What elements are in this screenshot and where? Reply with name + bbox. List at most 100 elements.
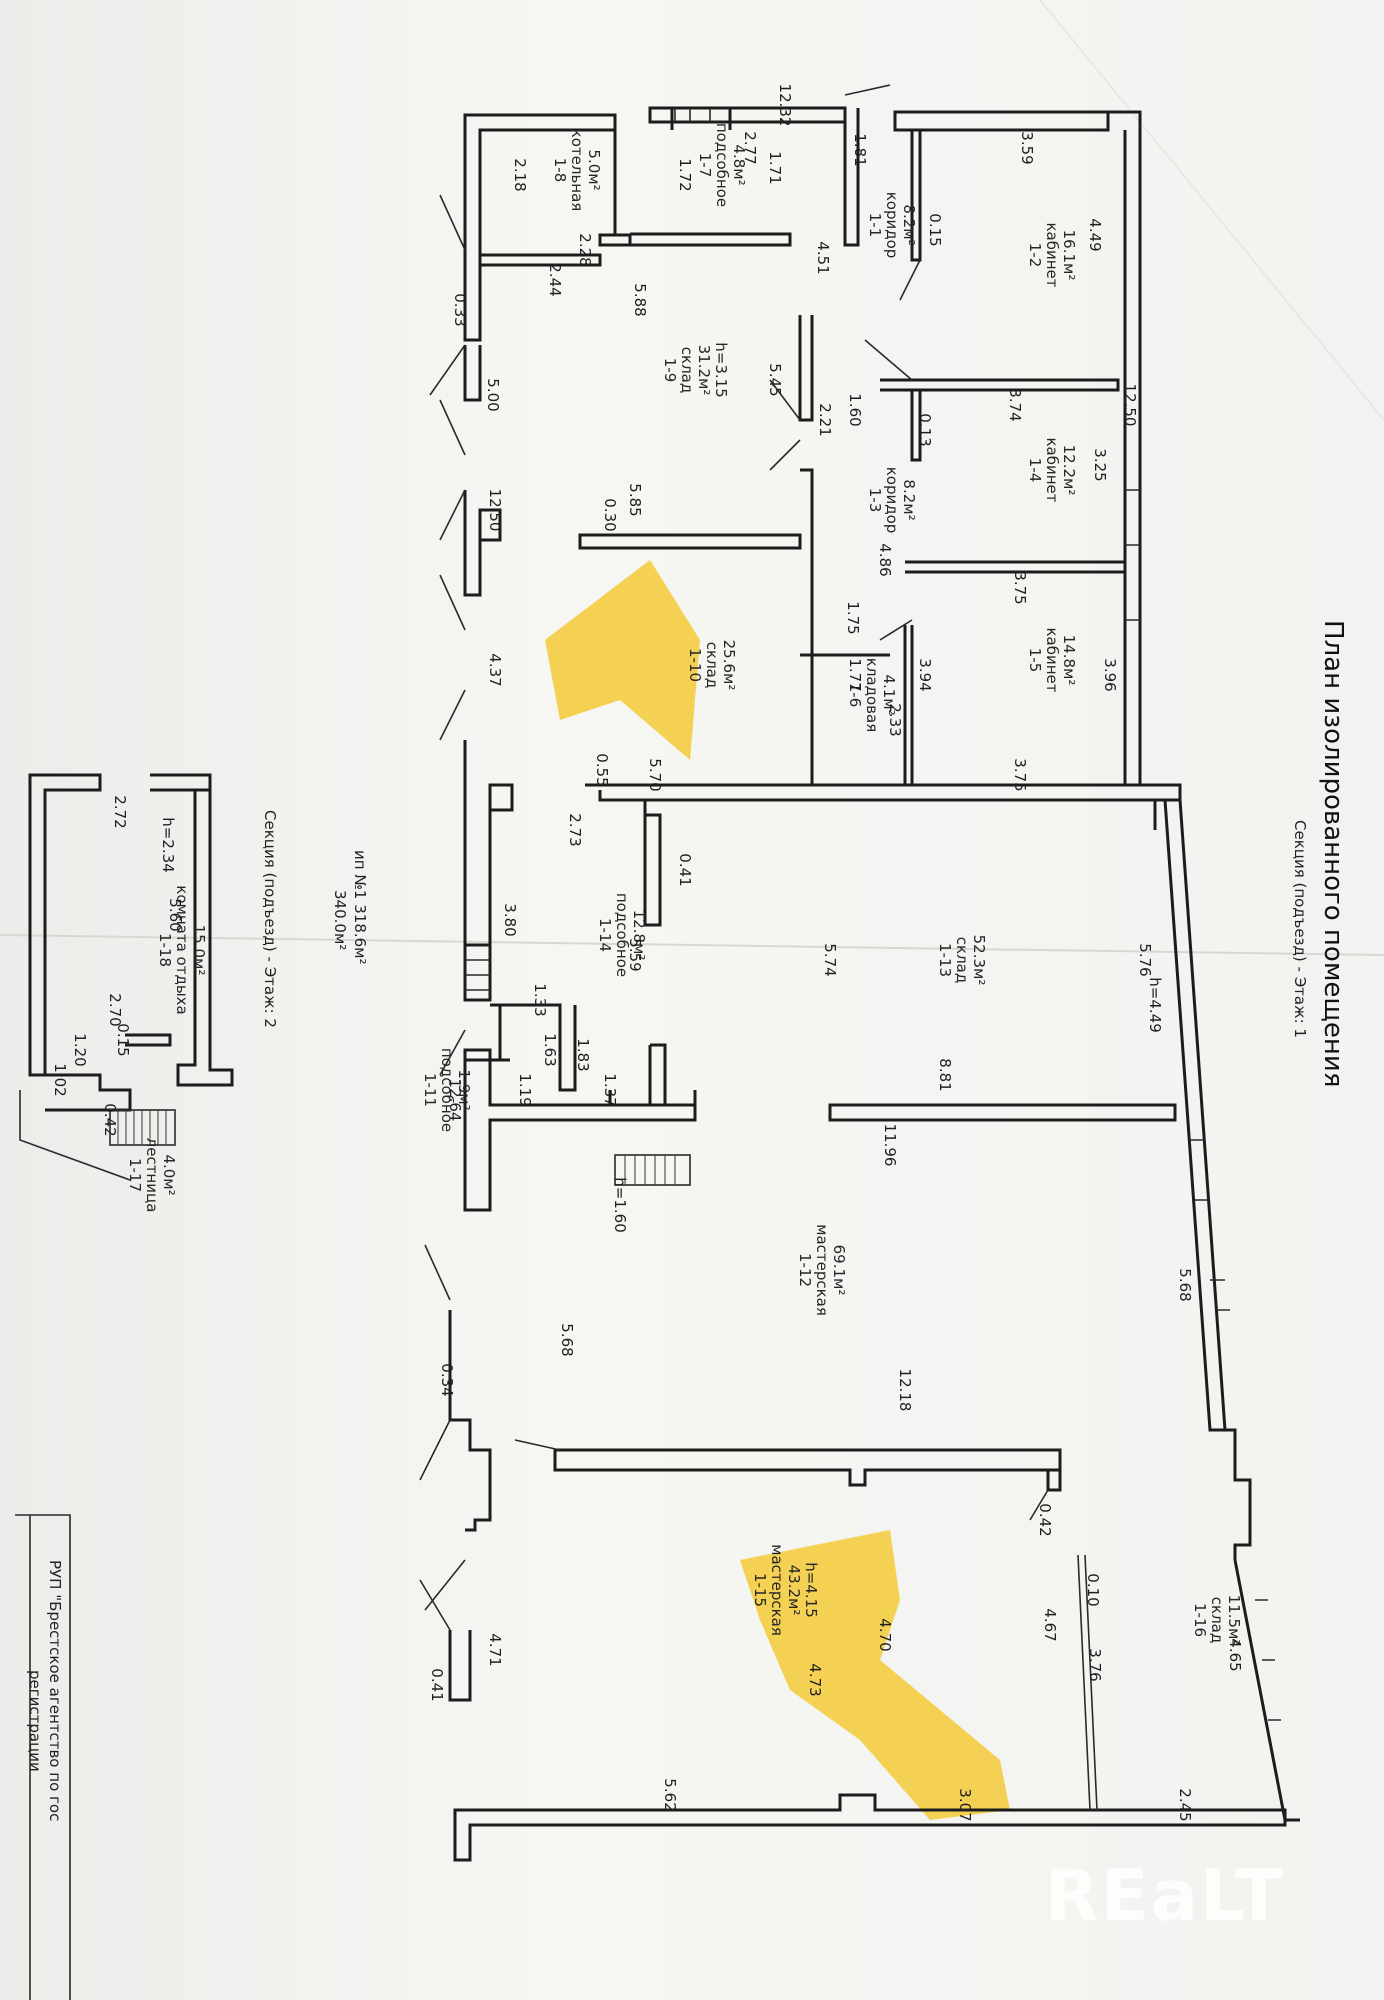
dimension-label: 12.50 bbox=[486, 489, 504, 532]
room-name: лестница bbox=[143, 1138, 161, 1213]
dimension-label: 5.45 bbox=[766, 363, 784, 396]
dimension-label: 0.33 bbox=[451, 293, 469, 326]
room-height: h=4.15 bbox=[802, 1562, 820, 1617]
room-id: 1-12 bbox=[796, 1253, 814, 1287]
dimension-label: 3.75 bbox=[1011, 571, 1029, 604]
realt-watermark: REaLT bbox=[1045, 1855, 1285, 1937]
dimension-label: 3.94 bbox=[916, 658, 934, 691]
dimension-labels: 12.321.812.771.711.722.182.282.440.330.1… bbox=[51, 84, 1244, 1822]
dimension-label: 1.81 bbox=[851, 133, 869, 166]
dimension-label: 12.64 bbox=[446, 1079, 464, 1122]
room-name: коридор bbox=[883, 192, 901, 259]
room-area: 5.0м² bbox=[585, 149, 603, 190]
door-swings bbox=[419, 84, 1049, 1631]
dimension-label: 8.81 bbox=[936, 1058, 954, 1091]
room-area: 15.0м² bbox=[190, 925, 208, 976]
dimension-label: 2.72 bbox=[111, 795, 129, 828]
floor2-walls bbox=[19, 773, 234, 1181]
dimension-label: 5.59 bbox=[626, 938, 644, 971]
room-id: 1-2 bbox=[1026, 243, 1044, 268]
floor1-subtitle: Секция (подъезд) - Этаж: 1 bbox=[1291, 820, 1309, 1038]
stamp-frame bbox=[15, 1514, 71, 2000]
room-id: 1-7 bbox=[696, 153, 714, 178]
dimension-label: 3.25 bbox=[1091, 448, 1109, 481]
dimension-label: 2.73 bbox=[566, 813, 584, 846]
fold-line bbox=[0, 934, 1384, 956]
dimension-label: h=1.60 bbox=[611, 1177, 629, 1232]
dimension-label: 0.42 bbox=[101, 1103, 119, 1136]
stamp-line1: РУП "Брестское агентство по гос bbox=[46, 1560, 64, 1821]
dimension-label: 0.42 bbox=[1036, 1503, 1054, 1536]
room-name: кабинет bbox=[1043, 627, 1061, 692]
room-name: коридор bbox=[883, 467, 901, 534]
room-area: 69.1м² bbox=[830, 1245, 848, 1296]
dimension-label: 4.37 bbox=[486, 653, 504, 686]
dimension-label: 1.02 bbox=[51, 1063, 69, 1096]
stamp-line2: регистрации bbox=[26, 1670, 44, 1772]
dimension-label: 12.18 bbox=[896, 1369, 914, 1412]
dimension-label: 11.96 bbox=[881, 1124, 899, 1167]
dimension-label: 2.33 bbox=[886, 703, 904, 736]
room-id: 1-4 bbox=[1026, 458, 1044, 483]
room-id: 1-6 bbox=[846, 683, 864, 708]
dimension-label: 1.77 bbox=[846, 658, 864, 691]
dimension-label: 2.18 bbox=[511, 158, 529, 191]
dimension-label: 4.71 bbox=[486, 1633, 504, 1666]
room-area: 4.1м² bbox=[880, 674, 898, 715]
room-name: котельная bbox=[568, 129, 586, 212]
room-area: 12.8м² bbox=[630, 910, 648, 961]
room-area: 12.2м² bbox=[1060, 445, 1078, 496]
dimension-label: 5.88 bbox=[631, 283, 649, 316]
dimension-label: 5.60 bbox=[166, 898, 184, 931]
room-id: 1-18 bbox=[156, 933, 174, 967]
dimension-label: 3.59 bbox=[1018, 131, 1036, 164]
dimension-label: 4.51 bbox=[814, 241, 832, 274]
dimension-label: 3.76 bbox=[1086, 1648, 1104, 1681]
room-area: 25.6м² bbox=[720, 640, 738, 691]
dimension-label: 4.86 bbox=[876, 543, 894, 576]
dimension-label: 1.19 bbox=[516, 1073, 534, 1106]
dimension-label: 5.68 bbox=[1176, 1268, 1194, 1301]
room-area: 31.2м² bbox=[695, 345, 713, 396]
dimension-label: 1.83 bbox=[574, 1038, 592, 1071]
dimension-label: 5.74 bbox=[821, 943, 839, 976]
room-name: мастерская bbox=[813, 1224, 831, 1316]
room-height: h=3.15 bbox=[712, 342, 730, 397]
dimension-label: 0.15 bbox=[114, 1023, 132, 1056]
room-name: подсобное bbox=[613, 893, 631, 977]
dimension-label: 3.96 bbox=[1101, 658, 1119, 691]
room-area: 8.2м² bbox=[900, 479, 918, 520]
dimension-label: 2.21 bbox=[816, 403, 834, 436]
dimension-label: 1.20 bbox=[71, 1033, 89, 1066]
room-name: кабинет bbox=[1043, 437, 1061, 502]
room-area: 14.8м² bbox=[1060, 635, 1078, 686]
room-area: 52.3м² bbox=[970, 935, 988, 986]
dimension-label: 0.10 bbox=[1084, 1573, 1102, 1606]
dimension-label: 4.65 bbox=[1226, 1638, 1244, 1671]
dimension-label: 1.33 bbox=[531, 983, 549, 1016]
room-id: 1-11 bbox=[421, 1073, 439, 1107]
room-id: 1-5 bbox=[1026, 648, 1044, 673]
dimension-label: 5.85 bbox=[626, 483, 644, 516]
dimension-label: 2.45 bbox=[1176, 1788, 1194, 1821]
room-id: 1-10 bbox=[686, 648, 704, 682]
dimension-label: 0.55 bbox=[593, 753, 611, 786]
dimension-label: 1.63 bbox=[541, 1033, 559, 1066]
dimension-label: 2.44 bbox=[546, 263, 564, 296]
room-area: 1.9м² bbox=[455, 1069, 473, 1110]
room-id: 1-14 bbox=[596, 918, 614, 952]
dimension-label: 4.49 bbox=[1086, 218, 1104, 251]
room-name: подсобное bbox=[438, 1048, 456, 1132]
